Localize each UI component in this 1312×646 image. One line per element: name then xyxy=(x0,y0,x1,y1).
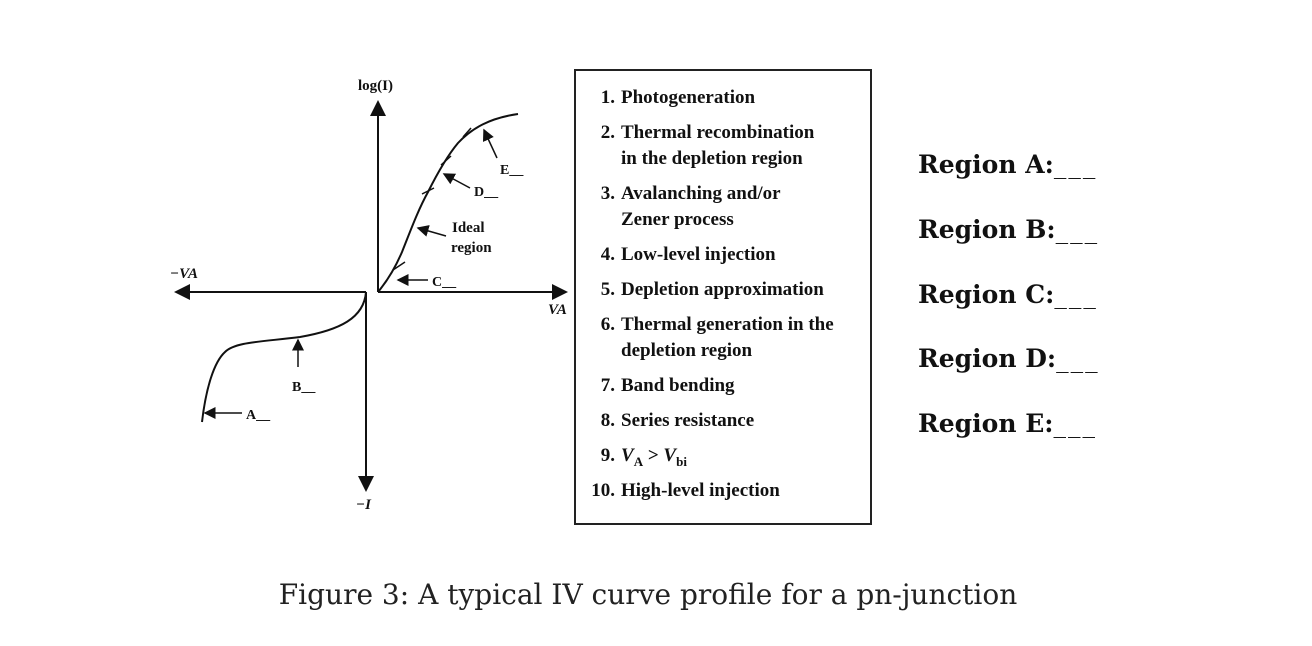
legend-item-1: 1. Photogeneration xyxy=(576,85,866,111)
legend-item-number: 5. xyxy=(600,279,615,300)
figure-caption: Figure 3: A typical IV curve profile for… xyxy=(278,578,1018,611)
x-axis-left-label: −VA xyxy=(170,266,198,282)
region-a-label: Region A: xyxy=(918,150,1054,179)
region-a-row: Region A: xyxy=(918,150,1120,179)
curve-tick xyxy=(421,187,435,195)
legend-item-3: 3. Avalanching and/or Zener process xyxy=(576,181,866,233)
region-d-label: Region D: xyxy=(918,344,1057,373)
region-e-row: Region E: xyxy=(918,409,1120,438)
label-b: B__ xyxy=(292,380,316,395)
legend-item-text: VA > Vbi xyxy=(621,443,687,475)
region-b-row: Region B: xyxy=(918,215,1122,244)
region-e-blank[interactable] xyxy=(1054,409,1120,438)
legend-item-text: Thermal generation in the xyxy=(621,314,834,335)
x-axis-right-label: VA xyxy=(548,302,567,318)
region-b-blank[interactable] xyxy=(1056,215,1122,244)
label-ideal-line2: region xyxy=(451,240,492,256)
legend-item-number: 2. xyxy=(600,122,615,143)
curve-tick xyxy=(440,155,452,166)
region-a-blank[interactable] xyxy=(1054,150,1120,179)
label-e: E__ xyxy=(500,163,524,178)
legend-item-number: 3. xyxy=(600,183,615,204)
legend-item-number: 6. xyxy=(600,314,615,335)
label-a: A__ xyxy=(246,408,271,423)
legend-item-number: 4. xyxy=(600,244,615,265)
arrow-e xyxy=(482,128,498,159)
region-c-row: Region C: xyxy=(918,280,1120,309)
reverse-iv-curve xyxy=(201,291,367,423)
mechanism-legend-box: 1. Photogeneration 2. Thermal recombinatio… xyxy=(574,69,872,525)
legend-item-number: 7. xyxy=(600,375,615,396)
legend-item-9: 9.VA > Vbi xyxy=(576,443,866,475)
legend-item-text: Photogeneration xyxy=(621,87,756,108)
arrow-ideal xyxy=(416,225,447,237)
va-symbol: V xyxy=(621,445,634,466)
legend-item-number: 9. xyxy=(600,445,615,466)
legend-item-5: 5. Depletion approximation xyxy=(576,277,866,303)
legend-item-text: Avalanching and/or xyxy=(621,183,781,204)
legend-item-text: Series resistance xyxy=(621,410,755,431)
arrow-d xyxy=(442,173,471,189)
legend-item-8: 8. Series resistance xyxy=(576,408,866,434)
iv-curve-diagram: log(I) −I VA −VA A__ B__ C__ D__ E__ Ide… xyxy=(170,78,568,513)
legend-item-text-line2: in the depletion region xyxy=(621,148,803,169)
legend-item-number: 1. xyxy=(600,87,615,108)
legend-item-7: 7. Band bending xyxy=(576,373,866,399)
greater-than-symbol: > xyxy=(643,445,664,466)
label-d: D__ xyxy=(474,185,499,200)
y-axis-bottom-label: −I xyxy=(356,497,372,513)
legend-item-2: 2. Thermal recombination in the depletion… xyxy=(576,120,866,172)
forward-iv-curve xyxy=(377,113,519,293)
region-c-blank[interactable] xyxy=(1054,280,1120,309)
va-subscript: A xyxy=(633,453,644,469)
region-d-row: Region D: xyxy=(918,344,1122,373)
vbi-symbol: V xyxy=(663,445,677,466)
curve-tick xyxy=(462,127,472,138)
legend-item-number: 10. xyxy=(591,480,615,501)
legend-item-4: 4. Low-level injection xyxy=(576,242,866,268)
y-axis-top-label: log(I) xyxy=(358,78,393,94)
region-d-blank[interactable] xyxy=(1056,344,1122,373)
legend-item-10: 10. High-level injection xyxy=(576,478,866,504)
label-c: C__ xyxy=(432,275,457,290)
region-b-label: Region B: xyxy=(918,215,1056,244)
legend-item-text: High-level injection xyxy=(621,480,780,501)
legend-item-text: Depletion approximation xyxy=(621,279,824,300)
legend-item-text: Thermal recombination xyxy=(621,122,815,143)
legend-item-text-line2: depletion region xyxy=(621,340,753,361)
curve-tick xyxy=(392,261,406,271)
legend-item-number: 8. xyxy=(600,410,615,431)
region-c-label: Region C: xyxy=(918,280,1055,309)
label-ideal-line1: Ideal xyxy=(452,220,485,236)
legend-item-6: 6. Thermal generation in the depletion re… xyxy=(576,312,866,364)
legend-item-text-line2: Zener process xyxy=(621,209,734,230)
region-e-label: Region E: xyxy=(918,409,1054,438)
vbi-subscript: bi xyxy=(676,453,687,469)
legend-item-text: Low-level injection xyxy=(621,244,776,265)
legend-item-text: Band bending xyxy=(621,375,735,396)
